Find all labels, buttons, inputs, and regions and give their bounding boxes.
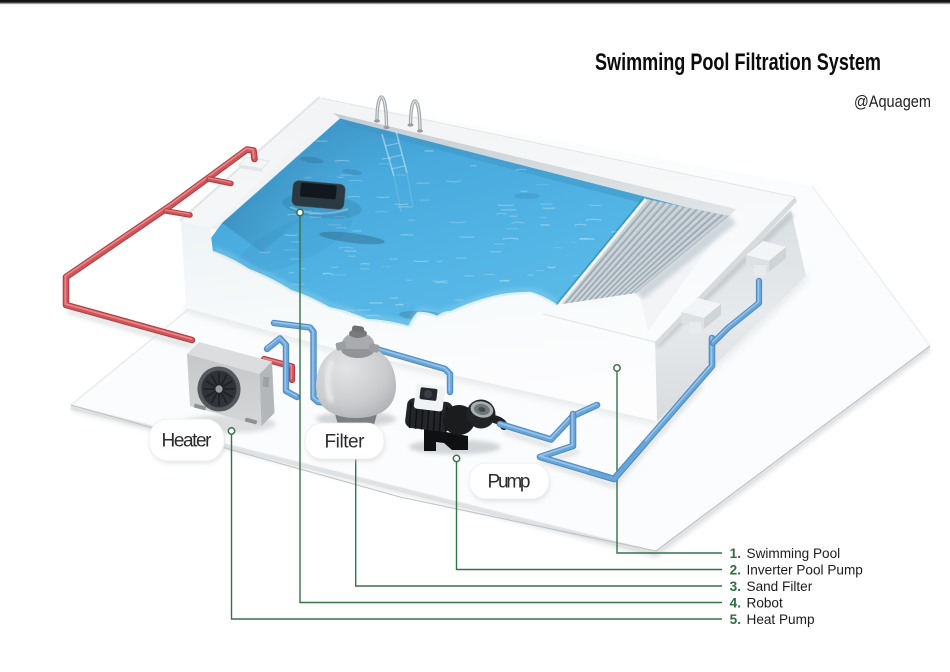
svg-text:Inverter Pool Pump: Inverter Pool Pump [747,562,863,577]
svg-text:4.: 4. [730,595,741,610]
svg-text:Pump: Pump [488,472,531,493]
svg-text:1.: 1. [730,546,741,561]
svg-text:Swimming Pool: Swimming Pool [747,546,841,561]
svg-text:Robot: Robot [747,595,783,610]
svg-text:Filter: Filter [325,432,366,453]
svg-text:Sand Filter: Sand Filter [747,579,813,594]
svg-text:Swimming Pool Filtration Syste: Swimming Pool Filtration System [595,49,881,76]
svg-text:Heat Pump: Heat Pump [747,612,815,627]
svg-text:3.: 3. [730,579,741,594]
svg-text:@Aquagem: @Aquagem [854,93,931,111]
svg-text:2.: 2. [730,562,741,577]
svg-text:5.: 5. [730,612,741,627]
svg-text:Heater: Heater [162,431,213,452]
